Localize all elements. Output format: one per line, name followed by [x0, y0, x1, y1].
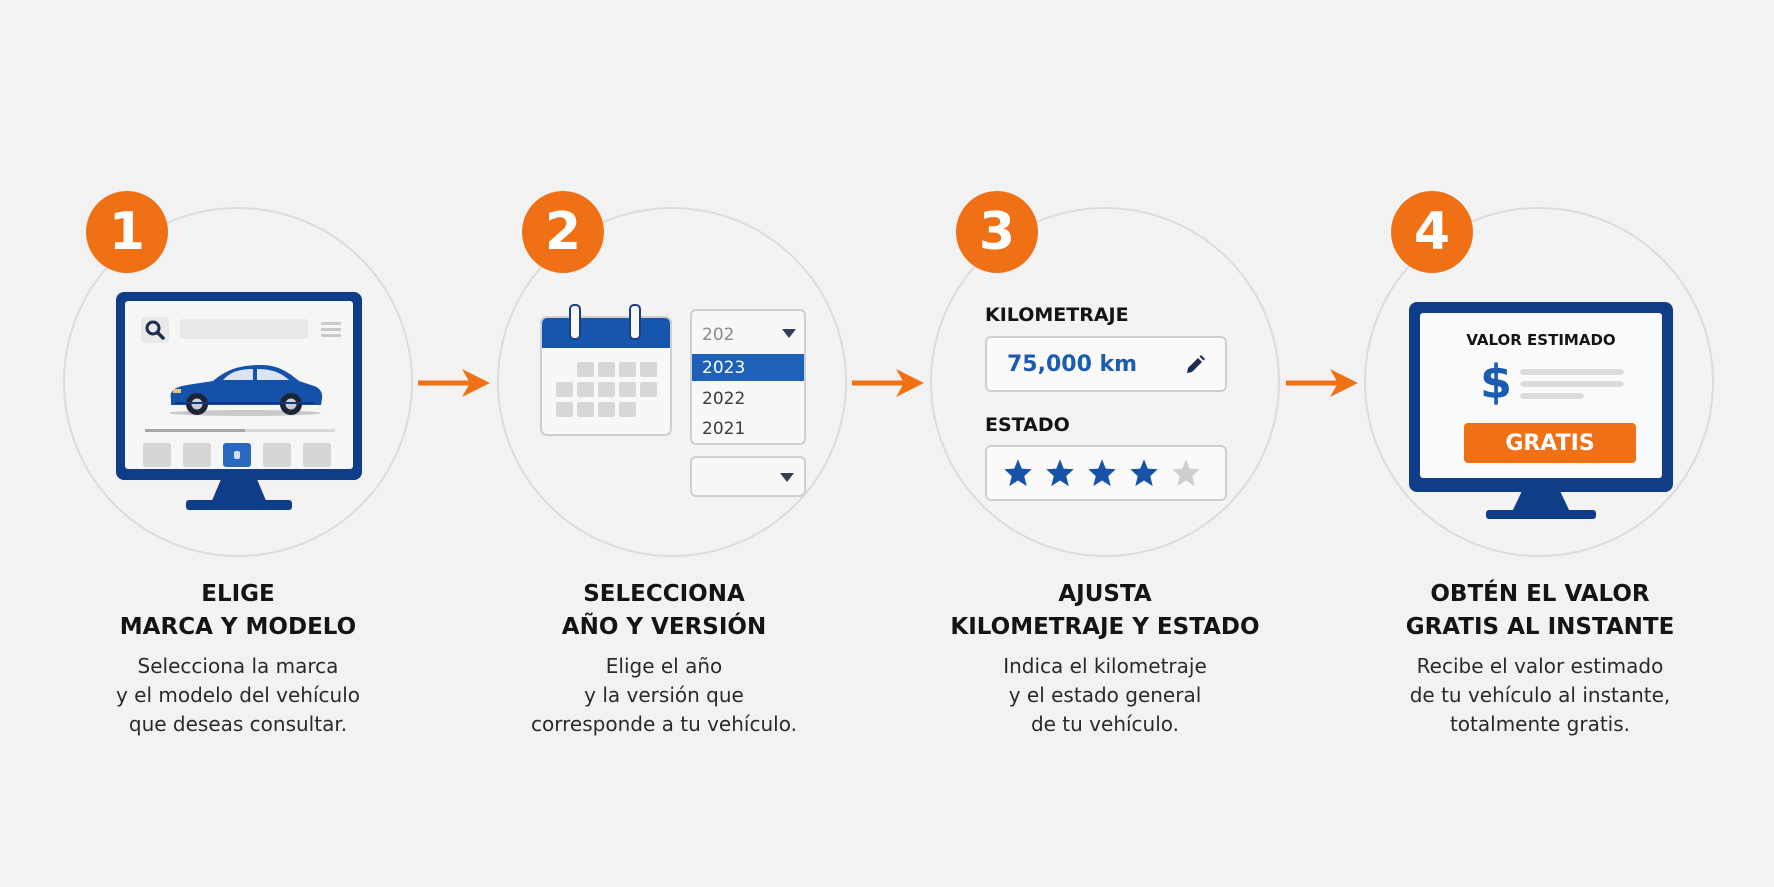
calendar-ring [569, 304, 581, 340]
mileage-label: KILOMETRAJE [985, 304, 1129, 326]
monitor-base [1486, 510, 1596, 519]
step-4-number-badge: 4 [1391, 191, 1473, 273]
step-2-number-badge: 2 [522, 191, 604, 273]
arrow-right-icon [1286, 369, 1358, 397]
monitor-screen [125, 301, 353, 469]
free-button[interactable]: GRATIS [1464, 423, 1636, 463]
star-icon[interactable] [1129, 458, 1159, 488]
monitor-stand [1512, 490, 1570, 512]
year-option-selected[interactable]: 2023 [702, 358, 746, 378]
thumbnail [143, 443, 171, 467]
monitor-base [186, 500, 292, 510]
pencil-icon[interactable] [1183, 353, 1207, 377]
year-option[interactable]: 2022 [702, 389, 746, 409]
condition-label: ESTADO [985, 414, 1070, 436]
star-icon[interactable] [1087, 458, 1117, 488]
version-dropdown[interactable] [690, 456, 806, 497]
arrow-right-icon [418, 369, 490, 397]
arrow-right-icon [852, 369, 924, 397]
thumbnail [183, 443, 211, 467]
star-icon[interactable] [1045, 458, 1075, 488]
thumbnail-selected [223, 443, 251, 467]
year-option[interactable]: 2021 [702, 419, 746, 439]
value-line [1520, 369, 1624, 375]
condition-rating[interactable] [985, 445, 1227, 501]
chevron-down-icon [780, 473, 794, 482]
estimated-value-title: VALOR ESTIMADO [1466, 331, 1616, 349]
year-dropdown[interactable]: 202 2023 2022 2021 [690, 309, 806, 445]
year-option-selected-bg [692, 354, 804, 381]
step-3-number-badge: 3 [956, 191, 1038, 273]
star-icon[interactable] [1003, 458, 1033, 488]
car-icon [169, 365, 323, 416]
car-icon [234, 451, 240, 459]
mileage-value: 75,000 km [1007, 352, 1138, 377]
calendar-icon [540, 316, 672, 436]
dollar-icon: $ [1480, 355, 1513, 409]
search-box [141, 317, 169, 343]
year-option[interactable]: 202 [702, 325, 735, 345]
search-bar [180, 319, 308, 339]
monitor-screen: VALOR ESTIMADO $ GRATIS [1420, 313, 1662, 478]
gallery-progress [145, 429, 335, 432]
monitor-stand [211, 479, 267, 503]
value-line [1520, 393, 1584, 399]
star-icon[interactable] [1171, 458, 1201, 488]
monitor-illustration [116, 292, 362, 480]
value-line [1520, 381, 1624, 387]
calendar-ring [629, 304, 641, 340]
chevron-down-icon [782, 329, 796, 338]
thumbnail [303, 443, 331, 467]
step-1-number-badge: 1 [86, 191, 168, 273]
thumbnail [263, 443, 291, 467]
monitor-illustration: VALOR ESTIMADO $ GRATIS [1409, 302, 1673, 492]
mileage-input[interactable]: 75,000 km [985, 336, 1227, 392]
search-icon [145, 320, 165, 340]
